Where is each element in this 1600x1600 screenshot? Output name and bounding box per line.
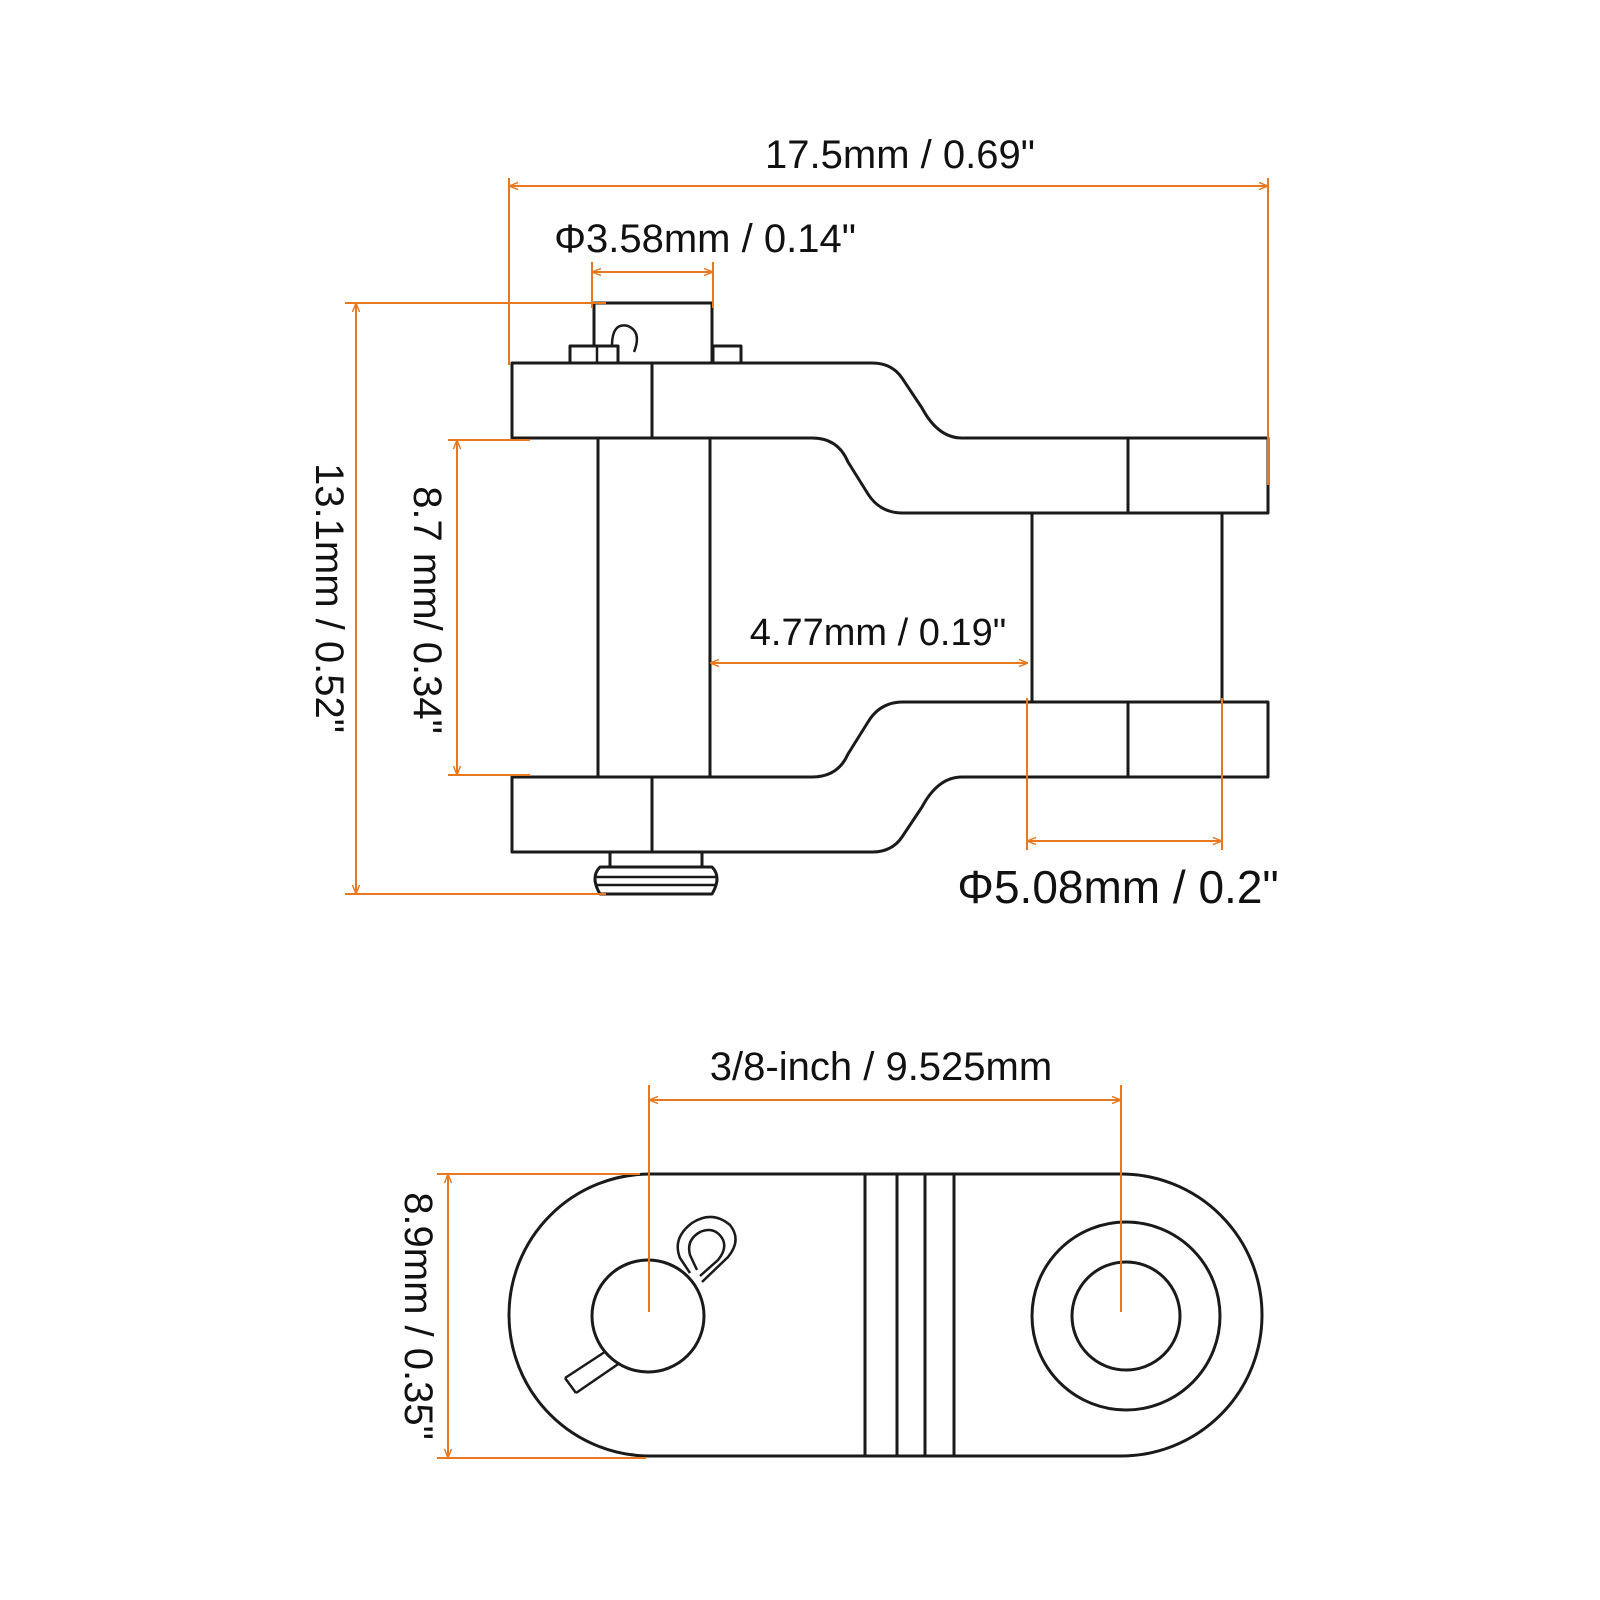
roller-gap-label: 4.77mm / 0.19" (750, 612, 1006, 654)
overall-length-label: 17.5mm / 0.69" (765, 133, 1035, 177)
pin-head-bottom (593, 850, 719, 896)
roller-diameter-label: Φ5.08mm / 0.2" (957, 861, 1278, 913)
inner-width-label: 8.7 mm/ 0.34" (405, 486, 449, 734)
top-view: 3/8-inch / 9.525mm 8.9mm / 0.35" (396, 1045, 1264, 1459)
roller-bushing (1030, 1220, 1222, 1412)
dim-pitch: 3/8-inch / 9.525mm (648, 1045, 1122, 1312)
dim-pin-diameter: Φ3.58mm / 0.14" (554, 217, 856, 308)
pitch-label: 3/8-inch / 9.525mm (710, 1045, 1052, 1089)
dim-plate-height: 8.9mm / 0.35" (396, 1173, 646, 1459)
pin-body (596, 436, 712, 779)
pin-head-top (568, 301, 743, 365)
lower-outer-plate (510, 700, 1270, 854)
dim-overall-height: 13.1mm / 0.52" (307, 302, 606, 895)
plate-height-label: 8.9mm / 0.35" (396, 1192, 440, 1440)
dim-roller-gap: 4.77mm / 0.19" (711, 612, 1027, 663)
pin-diameter-label: Φ3.58mm / 0.14" (554, 217, 856, 261)
upper-outer-plate (510, 361, 1270, 515)
dim-roller-diameter: Φ5.08mm / 0.2" (957, 698, 1279, 913)
roller (1030, 511, 1224, 704)
overall-height-label: 13.1mm / 0.52" (307, 463, 351, 733)
dim-overall-length: 17.5mm / 0.69" (508, 133, 1269, 485)
plate-grooves (863, 1172, 956, 1458)
side-view: 17.5mm / 0.69" Φ3.58mm / 0.14" 13.1mm / … (307, 133, 1279, 913)
dim-inner-width: 8.7 mm/ 0.34" (405, 439, 530, 776)
